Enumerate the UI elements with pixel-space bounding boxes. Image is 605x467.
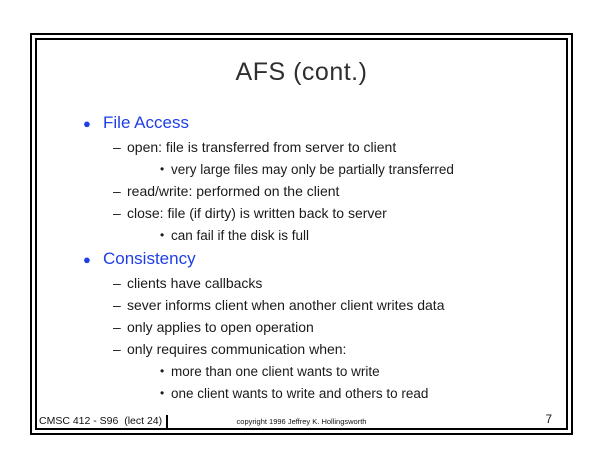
bullet-text: close: file (if dirty) is written back t… [127, 205, 387, 221]
heading-text: File Access [103, 113, 189, 132]
dash-bullet-icon: – [113, 319, 121, 335]
bullet-text: clients have callbacks [127, 275, 263, 291]
slide-outer-border: AFS (cont.) ● File Access – open: file i… [30, 33, 573, 435]
dash-bullet-icon: – [113, 205, 121, 221]
dash-bullet-icon: – [113, 183, 121, 199]
filled-circle-bullet-icon: ● [83, 251, 91, 267]
bullet-item: – sever informs client when another clie… [37, 294, 566, 316]
filled-circle-bullet-icon: ● [83, 115, 91, 131]
footer-copyright: copyright 1996 Jeffrey K. Hollingsworth [236, 417, 367, 426]
slide-body: ● File Access – open: file is transferre… [37, 110, 566, 404]
sub-bullet-item: • very large files may only be partially… [37, 158, 566, 180]
bullet-text: very large files may only be partially t… [171, 161, 454, 177]
bullet-text: only applies to open operation [127, 319, 314, 335]
dot-bullet-icon: • [160, 364, 165, 378]
bullet-text: one client wants to write and others to … [171, 385, 429, 401]
dash-bullet-icon: – [113, 139, 121, 155]
bullet-item: – open: file is transferred from server … [37, 136, 566, 158]
bullet-item: – only requires communication when: [37, 338, 566, 360]
bullet-item: – only applies to open operation [37, 316, 566, 338]
bullet-text: read/write: performed on the client [127, 183, 340, 199]
dash-bullet-icon: – [113, 297, 121, 313]
dash-bullet-icon: – [113, 275, 121, 291]
bullet-text: only requires communication when: [127, 341, 347, 357]
bullet-text: open: file is transferred from server to… [127, 139, 397, 155]
slide-inner-border: AFS (cont.) ● File Access – open: file i… [35, 38, 568, 430]
bullet-item: – clients have callbacks [37, 272, 566, 294]
slide-footer: CMSC 412 - S96 (lect 24) copyright 1996 … [37, 412, 566, 428]
dot-bullet-icon: • [160, 162, 165, 176]
footer-course-label: CMSC 412 - S96 (lect 24) [37, 415, 169, 428]
dot-bullet-icon: • [160, 386, 165, 400]
sub-bullet-item: • one client wants to write and others t… [37, 382, 566, 404]
dot-bullet-icon: • [160, 228, 165, 242]
bullet-text: sever informs client when another client… [127, 297, 445, 313]
slide-title: AFS (cont.) [235, 58, 368, 86]
bullet-text: can fail if the disk is full [171, 227, 310, 243]
heading-text: Consistency [103, 249, 196, 268]
bullet-heading-consistency: ● Consistency [37, 246, 566, 272]
bullet-text: more than one client wants to write [171, 363, 380, 379]
bullet-heading-file-access: ● File Access [37, 110, 566, 136]
sub-bullet-item: • can fail if the disk is full [37, 224, 566, 246]
footer-page-number: 7 [545, 414, 552, 426]
bullet-item: – read/write: performed on the client [37, 180, 566, 202]
dash-bullet-icon: – [113, 341, 121, 357]
bullet-item: – close: file (if dirty) is written back… [37, 202, 566, 224]
sub-bullet-item: • more than one client wants to write [37, 360, 566, 382]
